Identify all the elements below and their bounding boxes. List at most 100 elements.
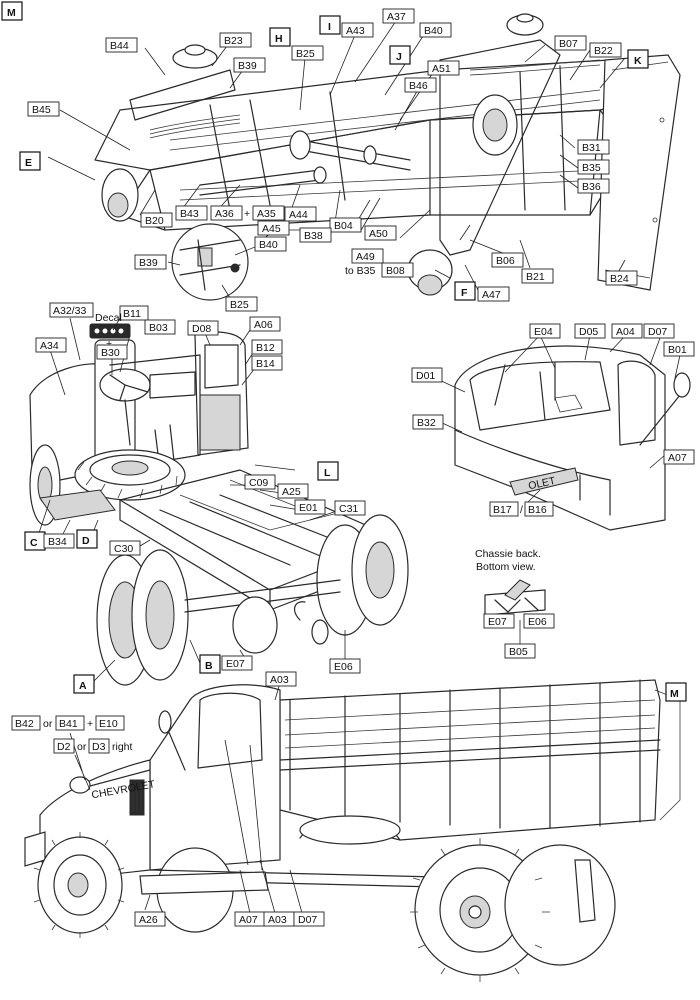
label-A45: A45 xyxy=(262,223,281,235)
label-B32: B32 xyxy=(417,417,436,429)
label-E07-inset: E07 xyxy=(488,616,507,628)
label-A44: A44 xyxy=(289,209,308,221)
detail-inset-circle xyxy=(171,223,249,301)
part-labels: M E H I J K F L C D A B M B44 B23 B39 B2… xyxy=(1,1,695,927)
label-B11: B11 xyxy=(123,308,141,320)
label-B05: B05 xyxy=(509,646,528,658)
callout-J: J xyxy=(396,51,402,63)
label-A04: A04 xyxy=(616,326,635,338)
label-slash: / xyxy=(520,504,523,516)
label-or-2: or xyxy=(77,741,87,753)
cab-front-drawing: OLET xyxy=(454,345,691,531)
label-B45: B45 xyxy=(32,104,51,116)
label-B41: B41 xyxy=(59,718,78,730)
label-or-1: or xyxy=(43,718,53,730)
label-B08: B08 xyxy=(386,265,405,277)
label-B12: B12 xyxy=(256,342,275,354)
complete-truck-drawing: CHEVROLET xyxy=(24,679,681,982)
callout-M-bottom: M xyxy=(670,688,679,700)
label-A03-top: A03 xyxy=(270,674,289,686)
label-A25: A25 xyxy=(282,486,301,498)
label-B24: B24 xyxy=(610,273,629,285)
label-D3: D3 xyxy=(92,741,106,753)
label-E01: E01 xyxy=(299,502,318,514)
label-A26: A26 xyxy=(139,914,158,926)
hood-badge-text: OLET xyxy=(527,475,557,493)
chassis-note-line-2: Bottom view. xyxy=(476,561,536,573)
label-D08: D08 xyxy=(192,323,211,335)
label-D05: D05 xyxy=(579,326,598,338)
label-A07-cab: A07 xyxy=(668,452,687,464)
label-B21: B21 xyxy=(526,271,545,283)
label-B44: B44 xyxy=(110,40,129,52)
label-B16: B16 xyxy=(528,504,547,516)
label-B40-top: B40 xyxy=(424,25,443,37)
callout-I: I xyxy=(328,21,331,33)
chassis-frame-drawing xyxy=(94,13,681,296)
label-A47: A47 xyxy=(482,289,501,301)
label-A43: A43 xyxy=(346,25,365,37)
label-B01: B01 xyxy=(668,344,687,356)
label-C31: C31 xyxy=(339,503,358,515)
label-plus-1: + xyxy=(244,208,250,220)
label-B06: B06 xyxy=(496,255,515,267)
callout-C: C xyxy=(30,537,38,549)
callout-H: H xyxy=(275,33,283,45)
label-plus-decal: + xyxy=(106,338,112,350)
callout-F: F xyxy=(461,287,468,299)
label-B39-inset: B39 xyxy=(139,257,158,269)
label-B04: B04 xyxy=(334,220,353,232)
label-B03: B03 xyxy=(149,322,168,334)
leader-lines-middle-right xyxy=(434,334,681,506)
label-B23: B23 xyxy=(224,35,243,47)
callout-E: E xyxy=(25,157,32,169)
label-B20: B20 xyxy=(145,215,164,227)
callout-K: K xyxy=(634,55,642,67)
label-B34: B34 xyxy=(48,536,67,548)
callout-B: B xyxy=(205,660,213,672)
label-A37: A37 xyxy=(387,11,406,23)
cab-interior-chassis-drawing xyxy=(29,331,409,686)
label-E10: E10 xyxy=(99,718,118,730)
label-A51: A51 xyxy=(432,63,451,75)
label-right: right xyxy=(112,741,133,753)
label-B17: B17 xyxy=(493,504,512,516)
label-B25-top: B25 xyxy=(296,48,315,60)
label-B07-top: B07 xyxy=(559,38,578,50)
label-A06: A06 xyxy=(254,319,273,331)
label-A36: A36 xyxy=(215,208,234,220)
leader-lines-bottom xyxy=(69,682,303,914)
callout-L: L xyxy=(324,467,331,479)
label-B46: B46 xyxy=(409,80,428,92)
label-B30: B30 xyxy=(101,347,120,359)
label-B31: B31 xyxy=(582,142,601,154)
label-D07-cab: D07 xyxy=(648,326,667,338)
label-D01: D01 xyxy=(416,370,435,382)
callout-A: A xyxy=(79,680,87,692)
label-B42: B42 xyxy=(15,718,34,730)
label-B39-top: B39 xyxy=(238,60,257,72)
label-A49: A49 xyxy=(356,251,375,263)
label-B35: B35 xyxy=(582,162,601,174)
label-A03-bottom: A03 xyxy=(268,914,287,926)
label-A50: A50 xyxy=(369,228,388,240)
chassis-back-bottom-inset xyxy=(484,579,546,645)
label-E06-inset: E06 xyxy=(528,616,547,628)
label-B43: B43 xyxy=(180,208,199,220)
label-B38: B38 xyxy=(304,230,323,242)
label-C09: C09 xyxy=(249,477,268,489)
label-A35: A35 xyxy=(257,208,276,220)
label-A32-33: A32/33 xyxy=(53,305,86,317)
label-B22: B22 xyxy=(594,45,613,57)
label-B36: B36 xyxy=(582,181,601,193)
label-A34: A34 xyxy=(40,340,59,352)
label-to-B35: to B35 xyxy=(345,265,376,277)
label-E07-chassis: E07 xyxy=(226,658,245,670)
callout-M-top: M xyxy=(7,7,16,19)
label-E06-chassis: E06 xyxy=(334,661,353,673)
chassis-note-line-1: Chassie back. xyxy=(475,548,541,560)
label-A07-bottom: A07 xyxy=(239,914,258,926)
label-D07-bottom: D07 xyxy=(298,914,317,926)
label-plus-2: + xyxy=(87,718,93,730)
